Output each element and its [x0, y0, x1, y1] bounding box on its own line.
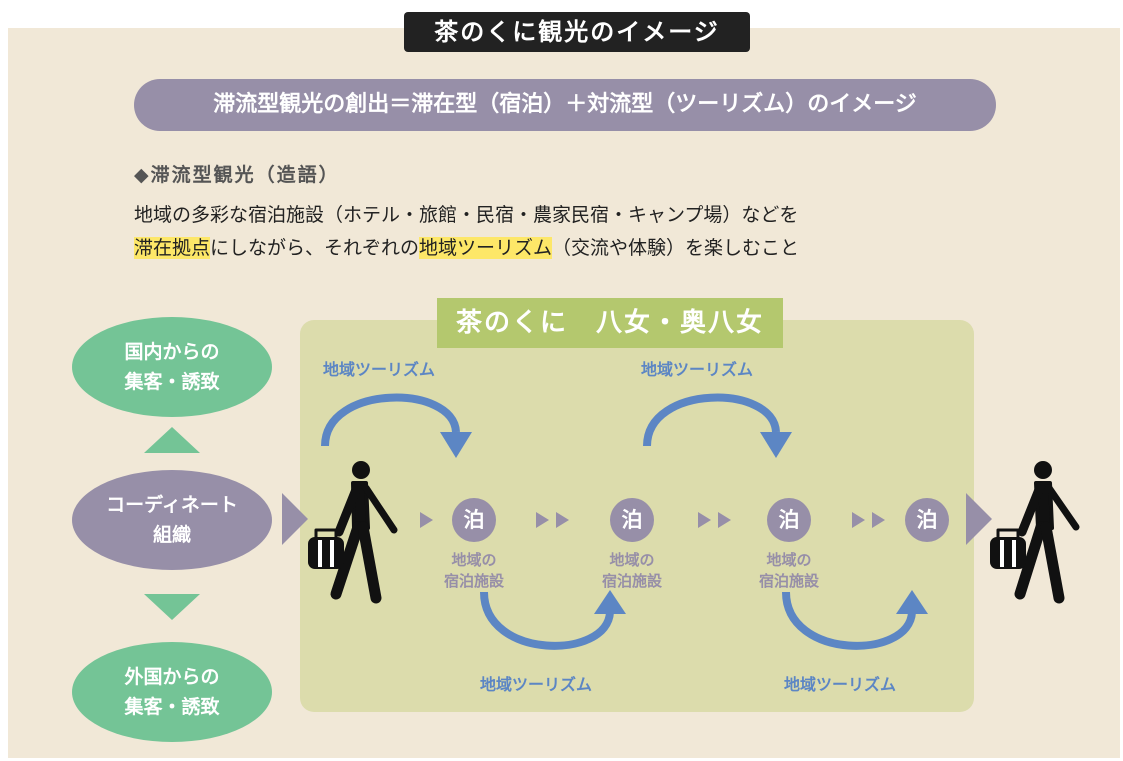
stay-label: 地域の宿泊施設 — [758, 551, 819, 590]
step-arrow-icon — [556, 512, 569, 528]
stay-circle: 泊 — [452, 498, 496, 542]
stay-label: 地域の宿泊施設 — [443, 551, 504, 590]
ellipse-text: 集客・誘致 — [124, 371, 220, 393]
ellipse-text: 外国からの — [124, 666, 220, 688]
arrow-head-icon — [440, 432, 472, 458]
highlight-stay-base: 滞在拠点 — [134, 237, 211, 259]
ellipse-text: コーディネート — [106, 494, 238, 516]
stay-label: 地域の宿泊施設 — [601, 551, 662, 590]
region-title: 茶のくに 八女・奥八女 — [437, 298, 783, 348]
stay-circle: 泊 — [905, 498, 949, 542]
tourism-label: 地域ツーリズム — [480, 675, 593, 694]
step-arrow-icon — [852, 512, 865, 528]
flow-arrow-icon — [966, 493, 992, 545]
triangle-down-icon — [144, 594, 200, 620]
tourism-label: 地域ツーリズム — [323, 360, 436, 379]
definition-text: （交流や体験）を楽しむこと — [552, 237, 800, 259]
foreign-attraction-ellipse: 外国からの 集客・誘致 — [72, 642, 272, 742]
step-arrow-icon — [420, 512, 433, 528]
step-arrow-icon — [718, 512, 731, 528]
arrow-head-icon — [896, 590, 928, 614]
top-left-curve-arrow — [321, 393, 460, 447]
highlight-local-tourism: 地域ツーリズム — [419, 237, 553, 259]
arrow-head-icon — [760, 432, 792, 458]
step-arrow-icon — [872, 512, 885, 528]
domestic-attraction-ellipse: 国内からの 集客・誘致 — [72, 317, 272, 417]
definition-line-1: 地域の多彩な宿泊施設（ホテル・旅館・民宿・農家民宿・キャンプ場）などを — [134, 204, 799, 226]
step-arrow-icon — [536, 512, 549, 528]
definition-text: にしながら、それぞれの — [210, 237, 420, 259]
stay-circle: 泊 — [767, 498, 811, 542]
tourism-label: 地域ツーリズム — [784, 675, 897, 694]
step-arrow-icon — [698, 512, 711, 528]
definition-line-2: 滞在拠点にしながら、それぞれの地域ツーリズム（交流や体験）を楽しむこと — [134, 233, 799, 260]
arrow-head-icon — [594, 590, 626, 614]
triangle-up-icon — [144, 427, 200, 453]
tourism-label: 地域ツーリズム — [641, 360, 754, 379]
stay-circle: 泊 — [610, 498, 654, 542]
bottom-right-curve-arrow — [782, 591, 916, 650]
traveler-left-icon — [308, 461, 398, 604]
definition-heading: ◆滞流型観光（造語） — [134, 164, 340, 186]
traveler-right-icon — [990, 461, 1080, 604]
ellipse-text: 組織 — [152, 524, 191, 546]
ellipse-text: 集客・誘致 — [124, 696, 220, 718]
flow-arrow-icon — [282, 493, 308, 545]
subtitle-bar: 滞流型観光の創出＝滞在型（宿泊）＋対流型（ツーリズム）のイメージ — [134, 79, 996, 131]
main-title: 茶のくに観光のイメージ — [404, 12, 750, 52]
coordinator-ellipse: コーディネート 組織 — [72, 470, 272, 570]
top-right-curve-arrow — [643, 393, 780, 447]
bottom-left-curve-arrow — [480, 591, 614, 650]
ellipse-text: 国内からの — [124, 341, 220, 363]
